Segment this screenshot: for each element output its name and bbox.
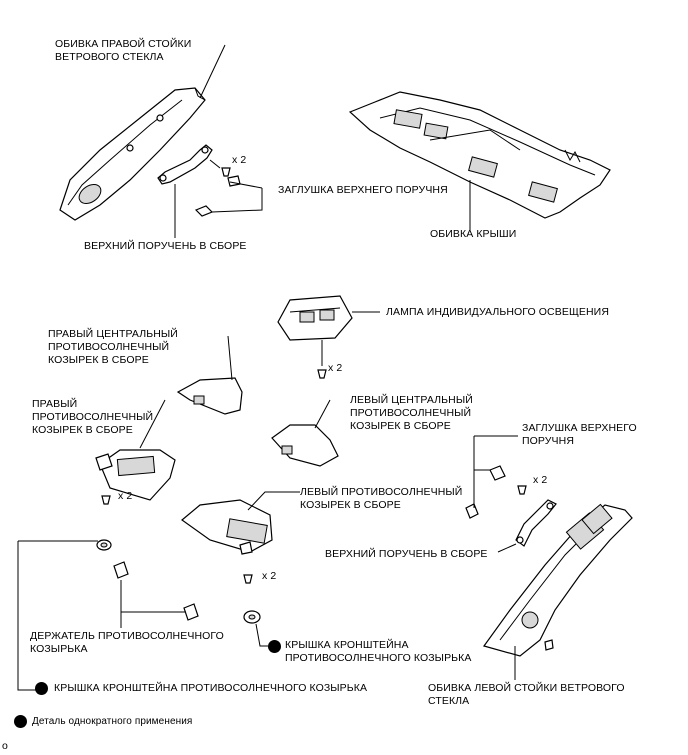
label-upper-handle-right: ВЕРХНИЙ ПОРУЧЕНЬ В СБОРЕ (325, 548, 488, 560)
label-qty: x 2 (262, 570, 277, 582)
label-upper-handle-top: ВЕРХНИЙ ПОРУЧЕНЬ В СБОРЕ (84, 240, 247, 252)
label-bracket-cover-left: КРЫШКА КРОНШТЕЙНА ПРОТИВОСОЛНЕЧНОГО КОЗЫ… (54, 682, 368, 694)
visor-holder-part-1 (113, 561, 129, 579)
label-line: КРЫШКА КРОНШТЕЙНА (285, 639, 409, 651)
label-line: ПРОТИВОСОЛНЕЧНЫЙ (48, 341, 170, 353)
label-bracket-cover-mid: КРЫШКА КРОНШТЕЙНА ПРОТИВОСОЛНЕЧНОГО КОЗЫ… (285, 639, 472, 665)
label-line: ЗАГЛУШКА ВЕРХНЕГО (522, 422, 637, 434)
label-line: ПОРУЧНЯ (522, 435, 575, 447)
label-right-pillar-trim: ОБИВКА ПРАВОЙ СТОЙКИ ВЕТРОВОГО СТЕКЛА (55, 38, 191, 64)
label-roof-headliner: ОБИВКА КРЫШИ (430, 228, 517, 240)
roof-headliner (348, 91, 611, 219)
label-line: КОЗЫРЕК В СБОРЕ (300, 499, 401, 511)
map-lamp (277, 295, 353, 379)
left-visor (181, 499, 273, 584)
label-qty: x 2 (328, 362, 343, 374)
legend-text: Деталь однократного применения (32, 716, 193, 727)
label-line: КОЗЫРЬКА (30, 643, 88, 655)
label-line: ПРАВЫЙ (32, 398, 78, 410)
upper-handle-top (157, 144, 213, 185)
label-line: ПРОТИВОСОЛНЕЧНЫЙ (350, 407, 472, 419)
label-left-visor: ЛЕВЫЙ ПРОТИВОСОЛНЕЧНЫЙ КОЗЫРЕК В СБОРЕ (300, 486, 462, 512)
label-map-lamp: ЛАМПА ИНДИВИДУАЛЬНОГО ОСВЕЩЕНИЯ (386, 306, 610, 318)
left-pillar-trim (483, 503, 633, 657)
corner-mark: o (2, 740, 8, 752)
legend-marker (14, 715, 27, 728)
label-line: ЛЕВЫЙ ЦЕНТРАЛЬНЫЙ (350, 394, 473, 406)
label-line: ЛЕВЫЙ ПРОТИВОСОЛНЕЧНЫЙ (300, 486, 463, 498)
label-qty: x 2 (232, 154, 247, 166)
upper-handle-right (515, 499, 557, 547)
left-center-visor (271, 424, 339, 467)
label-right-visor: ПРАВЫЙ ПРОТИВОСОЛНЕЧНЫЙ КОЗЫРЕК В СБОРЕ (32, 398, 153, 437)
bracket-cover-left-part (96, 539, 112, 551)
bracket-cover-mid-part (243, 610, 261, 624)
single-use-marker (268, 640, 281, 653)
label-visor-holder: ДЕРЖАТЕЛЬ ПРОТИВОСОЛНЕЧНОГО КОЗЫРЬКА (30, 630, 224, 656)
label-line: ОБИВКА ПРАВОЙ СТОЙКИ (55, 38, 192, 50)
label-qty: x 2 (533, 474, 548, 486)
label-line: ВЕТРОВОГО СТЕКЛА (55, 51, 164, 63)
label-line: КОЗЫРЕК В СБОРЕ (32, 424, 133, 436)
label-right-center-visor: ПРАВЫЙ ЦЕНТРАЛЬНЫЙ ПРОТИВОСОЛНЕЧНЫЙ КОЗЫ… (48, 328, 178, 367)
visor-holder-part-2 (183, 603, 199, 621)
label-upper-plug-right: ЗАГЛУШКА ВЕРХНЕГО ПОРУЧНЯ (522, 422, 637, 448)
label-line: КОЗЫРЕК В СБОРЕ (350, 420, 451, 432)
label-line: СТЕКЛА (428, 695, 470, 707)
right-visor (95, 449, 176, 505)
label-line: ПРОТИВОСОЛНЕЧНЫЙ (32, 411, 154, 423)
right-pillar-trim (59, 87, 206, 221)
label-left-center-visor: ЛЕВЫЙ ЦЕНТРАЛЬНЫЙ ПРОТИВОСОЛНЕЧНЫЙ КОЗЫР… (350, 394, 473, 433)
right-center-visor (176, 377, 243, 415)
label-line: ОБИВКА ЛЕВОЙ СТОЙКИ ВЕТРОВОГО (428, 682, 625, 694)
single-use-marker (35, 682, 48, 695)
label-line: КОЗЫРЕК В СБОРЕ (48, 354, 149, 366)
label-line: ПРАВЫЙ ЦЕНТРАЛЬНЫЙ (48, 328, 178, 340)
label-line: ДЕРЖАТЕЛЬ ПРОТИВОСОЛНЕЧНОГО (30, 630, 224, 642)
upper-plug-right (465, 465, 527, 519)
label-upper-plug-top: ЗАГЛУШКА ВЕРХНЕГО ПОРУЧНЯ (278, 184, 448, 196)
label-left-pillar-trim: ОБИВКА ЛЕВОЙ СТОЙКИ ВЕТРОВОГО СТЕКЛА (428, 682, 625, 708)
label-line: ПРОТИВОСОЛНЕЧНОГО КОЗЫРЬКА (285, 652, 472, 664)
label-qty: x 2 (118, 490, 133, 502)
